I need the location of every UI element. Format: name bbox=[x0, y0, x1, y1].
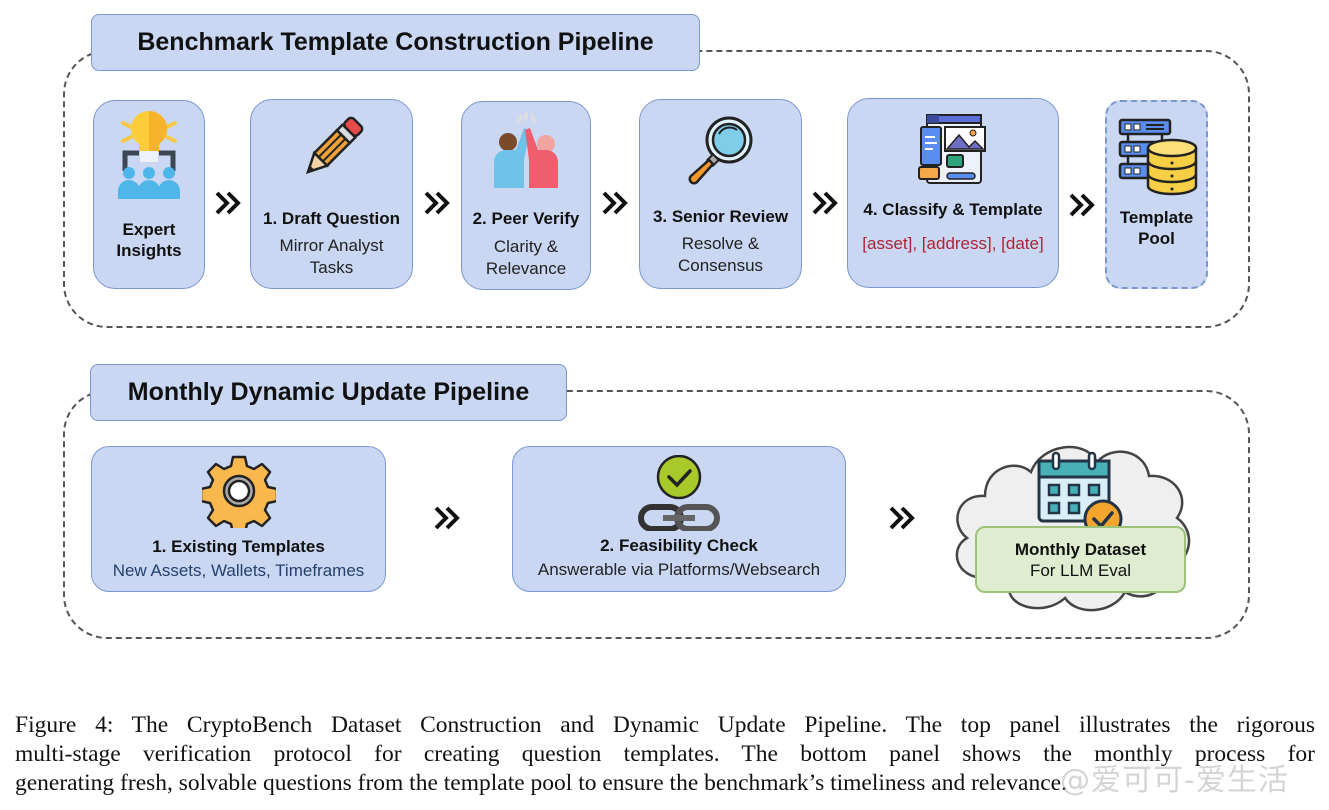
step-title: 2. Peer Verify bbox=[472, 209, 580, 228]
top-panel-title: Benchmark Template Construction Pipeline bbox=[91, 14, 700, 71]
caption-line: generating fresh, solvable questions fro… bbox=[15, 770, 1067, 796]
step-classify-template: 4. Classify & Template [asset], [address… bbox=[847, 98, 1059, 288]
step-title: Monthly Dataset bbox=[1014, 539, 1147, 559]
template-layout-icon bbox=[918, 114, 986, 184]
step-title: 1. Existing Templates bbox=[152, 537, 325, 556]
step-title: 3. Senior Review bbox=[652, 207, 789, 226]
double-chevron-right-icon bbox=[812, 191, 838, 215]
check-chain-icon bbox=[638, 455, 720, 531]
bottom-panel-title: Monthly Dynamic Update Pipeline bbox=[90, 364, 567, 421]
step-draft-question: 1. Draft Question Mirror Analyst Tasks bbox=[250, 99, 413, 289]
double-chevron-right-icon bbox=[424, 191, 450, 215]
step-subtitle: Answerable via Platforms/Websearch bbox=[537, 560, 821, 579]
step-existing-templates: 1. Existing Templates New Assets, Wallet… bbox=[91, 446, 386, 592]
step-title: Template bbox=[1119, 208, 1194, 227]
bottom-panel-border bbox=[63, 390, 1250, 639]
pencil-icon bbox=[305, 116, 363, 175]
lightbulb-team-icon bbox=[118, 110, 180, 199]
figure-caption: Figure 4: The CryptoBench Dataset Constr… bbox=[15, 711, 1315, 798]
step-feasibility-check: 2. Feasibility Check Answerable via Plat… bbox=[512, 446, 846, 592]
database-server-icon bbox=[1118, 118, 1197, 196]
caption-line: multi-stage verification protocol for cr… bbox=[15, 741, 1315, 767]
step-subtitle: New Assets, Wallets, Timeframes bbox=[112, 561, 365, 580]
step-subtitle-line2: Tasks bbox=[309, 258, 354, 277]
double-chevron-right-icon bbox=[602, 191, 628, 215]
high-five-icon bbox=[494, 112, 558, 188]
step-senior-review: 3. Senior Review Resolve & Consensus bbox=[639, 99, 802, 289]
double-chevron-right-icon bbox=[215, 191, 241, 215]
step-title: 4. Classify & Template bbox=[863, 200, 1043, 219]
step-subtitle-line2: Consensus bbox=[677, 256, 764, 275]
step-subtitle: Mirror Analyst bbox=[279, 236, 384, 255]
step-title: Expert bbox=[122, 220, 176, 239]
template-pool: Template Pool bbox=[1105, 100, 1208, 289]
step-title-line2: Insights bbox=[116, 241, 182, 260]
step-subtitle: Clarity & bbox=[493, 237, 559, 256]
step-title: 2. Feasibility Check bbox=[600, 536, 758, 555]
template-placeholders: [asset], [address], [date] bbox=[862, 234, 1044, 253]
double-chevron-right-icon bbox=[1069, 193, 1095, 217]
step-title-line2: Pool bbox=[1138, 229, 1175, 248]
gear-icon bbox=[201, 455, 276, 528]
watermark: @爱可可-爱生活 bbox=[1060, 763, 1289, 798]
step-subtitle: Resolve & bbox=[681, 234, 760, 253]
magnifier-icon bbox=[688, 116, 752, 185]
caption-line: Figure 4: The CryptoBench Dataset Constr… bbox=[15, 712, 1315, 738]
step-subtitle-line2: Relevance bbox=[485, 259, 567, 278]
monthly-dataset: Monthly Dataset For LLM Eval bbox=[975, 526, 1186, 593]
step-title: 1. Draft Question bbox=[263, 209, 400, 228]
step-subtitle: For LLM Eval bbox=[1029, 560, 1132, 580]
double-chevron-right-icon bbox=[434, 506, 460, 530]
step-peer-verify: 2. Peer Verify Clarity & Relevance bbox=[461, 101, 591, 290]
step-expert-insights: Expert Insights bbox=[93, 100, 205, 289]
double-chevron-right-icon bbox=[889, 506, 915, 530]
